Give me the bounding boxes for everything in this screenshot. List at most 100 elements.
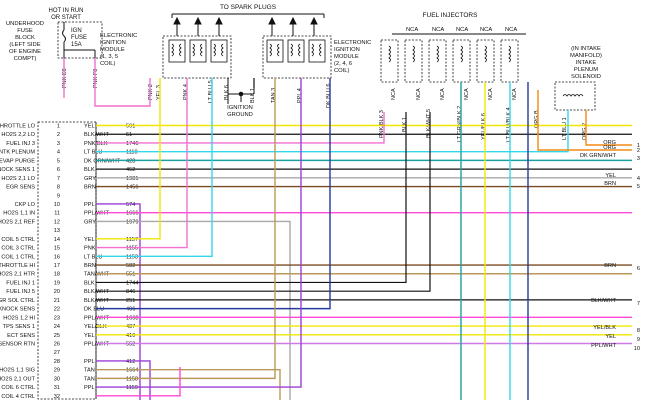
right-output-number: 8 xyxy=(637,328,640,334)
wire-trace xyxy=(585,110,632,146)
pcm-circuit-number: 1155 xyxy=(126,246,138,252)
right-output-number: 1 xyxy=(637,143,640,149)
right-output-color: YEL xyxy=(605,334,616,340)
svg-text:TAN 3: TAN 3 xyxy=(271,88,277,103)
wire-trace xyxy=(537,90,632,151)
svg-text:NCA: NCA xyxy=(505,27,517,33)
wire-trace xyxy=(96,112,431,292)
svg-text:IGNITION: IGNITION xyxy=(100,40,126,46)
svg-text:COIL): COIL) xyxy=(334,68,350,74)
fuse-label: IGN FUSE 15A xyxy=(71,28,87,48)
svg-text:BLK/WHT 5: BLK/WHT 5 xyxy=(426,109,432,138)
svg-text:NCA: NCA xyxy=(464,88,470,100)
right-output-color: BRN xyxy=(604,263,616,269)
pcm-circuit-number: 1666 xyxy=(126,211,138,217)
pcm-pin-function: HO2S 2,1 LO xyxy=(1,176,35,182)
svg-text:NCA: NCA xyxy=(512,88,518,100)
pcm-wire-color: PPL xyxy=(84,359,95,365)
svg-text:PNK 2: PNK 2 xyxy=(148,84,154,100)
pcm-pin-function: TPS SENS 1 xyxy=(3,324,35,330)
pcm-pin-number: 16 xyxy=(54,254,60,260)
wire-trace xyxy=(96,110,569,153)
pcm-pin-number: 27 xyxy=(54,350,60,356)
right-output-number: 2 xyxy=(637,148,640,154)
svg-text:INTAKE: INTAKE xyxy=(576,60,597,66)
svg-text:OF ENGINE: OF ENGINE xyxy=(9,49,41,55)
wire-trace xyxy=(96,78,213,257)
pcm-pin-function: COIL 6 CTRL xyxy=(1,385,35,391)
pcm-wire-color: TAN xyxy=(84,376,95,382)
pcm-wire-color: TAN/WHT xyxy=(84,272,110,278)
ignition-module-246 xyxy=(262,35,332,79)
pcm-wire-color: BLK xyxy=(84,280,95,286)
svg-text:ELECTRONIC: ELECTRONIC xyxy=(100,33,137,39)
module-135-pin-labels: PNK 2 YEL 3 PNK 4 LT BLU 5 BLK 6 xyxy=(148,80,230,103)
pcm-wire-color: PPL/WHT xyxy=(84,211,109,217)
svg-text:NCA: NCA xyxy=(480,27,492,33)
svg-text:MODULE: MODULE xyxy=(334,54,359,60)
pcm-circuit-number: 574 xyxy=(126,202,135,208)
svg-text:LT BLU 5: LT BLU 5 xyxy=(208,80,214,103)
hot-run-start-label: HOT IN RUN OR START xyxy=(49,8,84,21)
svg-text:NCA: NCA xyxy=(488,88,494,100)
pcm-pin-number: 3 xyxy=(57,141,60,147)
svg-text:NCA: NCA xyxy=(440,88,446,100)
fuel-injector-coils xyxy=(380,39,519,83)
solenoid-pin-labels: LT BLU 1 ORG 2 xyxy=(562,117,588,140)
pcm-pin-function: HO2S 1,1 IN xyxy=(3,211,35,217)
pcm-wire-color: BLK xyxy=(84,167,95,173)
pcm-pin-number: 28 xyxy=(54,359,60,365)
pcm-pin-function: SENSOR RTN xyxy=(0,342,35,348)
pcm-pin-function: HO2S 2,1 REF xyxy=(0,219,36,225)
right-output-number: 7 xyxy=(637,301,640,307)
svg-text:BLK 6: BLK 6 xyxy=(224,85,230,100)
pcm-wire-color: TAN xyxy=(84,368,95,374)
pcm-pin-function: CKP LO xyxy=(15,202,36,208)
pcm-pin-number: 7 xyxy=(57,176,60,182)
pcm-pin-function: KNOCK SENS xyxy=(0,307,35,313)
right-output-number: 10 xyxy=(634,346,640,352)
fuse-symbol xyxy=(62,22,96,58)
svg-text:HOT IN RUN: HOT IN RUN xyxy=(49,8,84,14)
fuse-box xyxy=(57,21,103,59)
ignition-ground-label: IGNITION GROUND xyxy=(227,105,253,118)
svg-text:ORG 2: ORG 2 xyxy=(582,123,588,140)
pcm-circuit-number: 582 xyxy=(126,263,135,269)
pcm-pin-number: 10 xyxy=(54,202,60,208)
pcm-pin-number: 2 xyxy=(57,132,60,138)
svg-text:NCA: NCA xyxy=(391,88,397,100)
pcm-circuit-number: 496 xyxy=(126,307,135,313)
pcm-pin-number: 17 xyxy=(54,263,60,269)
svg-text:BLK 1: BLK 1 xyxy=(250,88,256,103)
right-output-color: PPL/WHT xyxy=(591,343,616,349)
pcm-pin-function: FUEL INJ 3 xyxy=(6,141,35,147)
pcm-pin-number: 14 xyxy=(54,237,60,243)
svg-text:PNK F8: PNK F8 xyxy=(93,69,99,88)
pcm-wire-color: YEL xyxy=(84,124,95,130)
pcm-wire-color: PPL xyxy=(84,385,95,391)
pcm-circuit-number: 1456 xyxy=(126,185,138,191)
pcm-circuit-number: 552 xyxy=(126,342,135,348)
pcm-pin-function: EVAP PURGE xyxy=(0,158,35,164)
svg-text:FUSE: FUSE xyxy=(71,35,87,41)
underhood-fuse-block-label: UNDERHOOD FUSE BLOCK (LEFT SIDE OF ENGIN… xyxy=(6,21,44,62)
pcm-wire-color: BRN xyxy=(84,263,96,269)
right-output-number: 4 xyxy=(637,176,640,182)
pcm-pin-number: 12 xyxy=(54,219,60,225)
pcm-pin-number: 4 xyxy=(57,150,60,156)
pcm-pin-function: THROTTLE HI xyxy=(0,263,35,269)
pcm-pin-number: 13 xyxy=(54,228,60,234)
spark-plugs-label: TO SPARK PLUGS xyxy=(220,4,277,11)
svg-text:SOLENOID: SOLENOID xyxy=(571,74,601,80)
wire-trace xyxy=(96,78,302,388)
svg-text:PLENUM: PLENUM xyxy=(574,67,598,73)
pcm-pin-function: FUEL INJ 1 xyxy=(6,280,35,286)
wire-trace xyxy=(96,112,385,144)
wire-trace xyxy=(96,78,188,249)
pcm-circuit-number: 1746 xyxy=(126,141,138,147)
pcm-pin-function: COIL 4 CTRL xyxy=(1,394,35,400)
svg-text:(1, 3, 5: (1, 3, 5 xyxy=(100,54,118,60)
pcm-pin-number: 24 xyxy=(54,324,60,330)
